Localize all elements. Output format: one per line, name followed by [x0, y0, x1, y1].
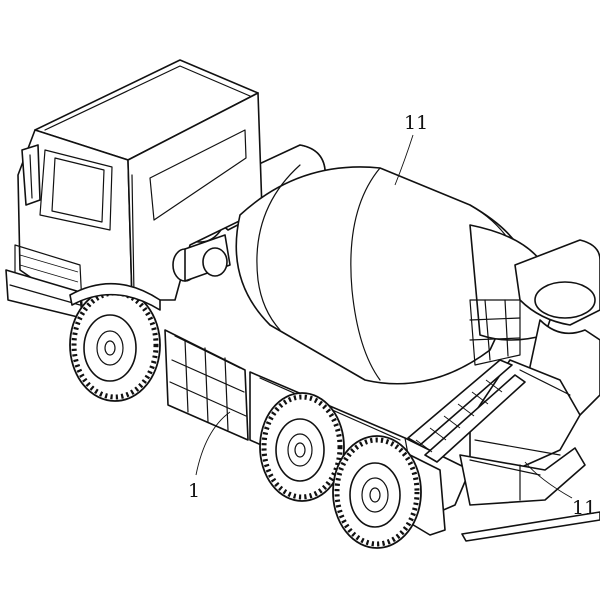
side-guard-frame — [164, 329, 249, 441]
front-wheel — [69, 282, 161, 402]
rear-wheel-rear-axle — [332, 435, 422, 549]
chassis-reference-label: 1 — [188, 480, 200, 502]
drive-unit — [172, 234, 231, 282]
chute-reference-label: 11 — [572, 497, 596, 519]
hopper — [469, 239, 600, 471]
discharge-chute — [459, 447, 586, 506]
leader-lines — [195, 134, 573, 499]
cab — [5, 59, 263, 319]
rear-wheel-front-axle — [259, 392, 345, 502]
rear-rail — [461, 511, 600, 542]
mixing-drum — [235, 164, 561, 385]
ladder — [407, 299, 526, 463]
drum-reference-label: 11 — [404, 112, 428, 134]
